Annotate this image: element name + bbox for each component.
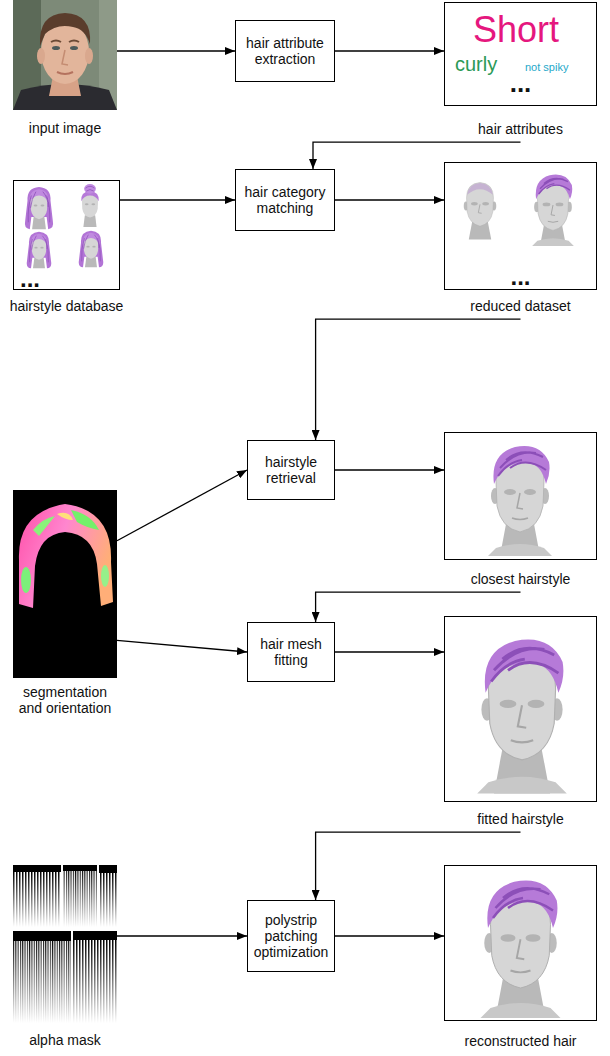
hair-model — [27, 232, 52, 269]
box-label: hair attribute extraction — [239, 35, 331, 67]
ellipsis: ... — [20, 269, 40, 289]
connector-arrow — [316, 319, 521, 440]
hair-model — [464, 182, 496, 239]
connector-arrow — [313, 142, 521, 169]
hair-model — [477, 640, 567, 794]
connector-arrow — [117, 470, 247, 541]
process-box: hairstyle retrieval — [247, 440, 335, 500]
box-label: hairstyle retrieval — [251, 454, 331, 486]
caption: reduced dataset — [470, 298, 570, 314]
ellipsis: ... — [445, 267, 596, 287]
process-box: hair attribute extraction — [235, 20, 335, 82]
process-box: polystrip patching optimization — [247, 900, 335, 972]
segmentation-image — [13, 490, 117, 678]
connector-arrow — [335, 199, 444, 200]
caption: segmentation and orientation — [11, 684, 119, 716]
connector-arrow — [316, 832, 521, 900]
hair-model — [488, 446, 552, 556]
image-panel: reconstructed hair — [444, 865, 597, 1021]
box-label: hair mesh fitting — [251, 636, 331, 668]
caption: hairstyle database — [10, 298, 124, 314]
ellipsis: ... — [445, 69, 596, 99]
process-box: hair category matching — [235, 169, 335, 231]
connector-arrow — [117, 50, 235, 51]
image-panel: ...reduced dataset — [444, 162, 597, 290]
connector-arrow — [335, 935, 444, 936]
image-panel: fitted hairstyle — [444, 616, 597, 802]
caption: closest hairstyle — [471, 571, 571, 587]
connector-arrow — [335, 50, 444, 51]
image-panel: alpha mask — [13, 865, 117, 1023]
attribute-word: Short — [473, 9, 559, 50]
hair-model — [79, 231, 104, 268]
connector-arrow — [335, 651, 444, 652]
box-label: hair category matching — [239, 184, 331, 216]
process-box: hair mesh fitting — [247, 622, 335, 682]
caption: alpha mask — [29, 1032, 101, 1048]
box-label: polystrip patching optimization — [251, 912, 331, 960]
hair-model — [81, 184, 99, 227]
connector-arrow — [120, 199, 235, 200]
input-photo — [13, 0, 117, 110]
image-panel: input image — [13, 0, 117, 110]
hair-model — [25, 187, 53, 229]
connector-arrow — [335, 469, 444, 470]
connector-arrow — [117, 640, 247, 652]
hair-model — [481, 881, 561, 1019]
connector-arrow — [316, 592, 521, 622]
caption: reconstructed hair — [464, 1033, 576, 1049]
caption: fitted hairstyle — [477, 811, 563, 827]
alpha-mask-image — [13, 865, 117, 1023]
image-panel: ...hairstyle database — [13, 180, 120, 290]
caption: input image — [29, 120, 101, 136]
image-panel: closest hairstyle — [444, 432, 597, 560]
attribute-word: curly — [455, 53, 497, 76]
hair-model — [532, 175, 574, 247]
image-panel: segmentation and orientation — [13, 490, 117, 678]
connector-arrow — [117, 935, 247, 936]
image-panel: Shortcurlynot spiky...hair attributes — [444, 2, 597, 106]
caption: hair attributes — [478, 121, 563, 137]
attribute-word: not spiky — [525, 61, 568, 74]
